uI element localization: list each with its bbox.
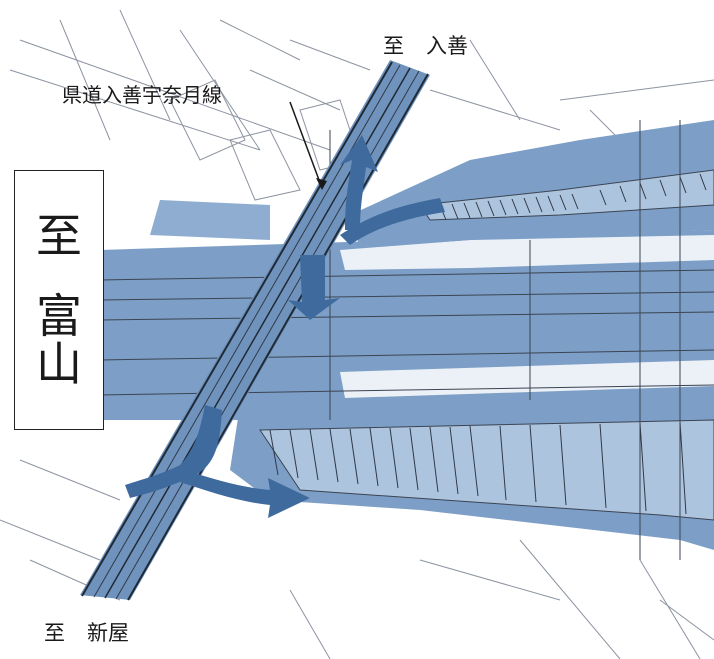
road-label-leader-tip [316,178,327,190]
destination-nyuzen: 入善 [426,34,468,58]
upper-left-road [150,200,270,240]
to-mark-left: 至 [36,209,82,263]
road-label-leader [289,101,323,189]
traffic-arrows [125,135,445,518]
arrow-branch-east-upper [340,198,445,245]
to-mark-bottom: 至 [44,621,65,645]
road-name-label: 県道入善宇奈月線 [62,83,222,107]
arrow-east-lower [180,470,310,518]
white-island-lower [340,360,714,398]
destination-toyama-char1: 富 [36,289,82,343]
prefectural-road [80,60,430,601]
destination-araya: 新屋 [87,621,129,645]
arrow-north [340,135,378,230]
destination-label-bottom: 至新屋 [44,617,129,647]
destination-label-top: 至入善 [383,30,468,60]
to-mark-top: 至 [383,34,404,58]
lower-hatched-structure [259,419,714,521]
destination-toyama-char2: 山 [36,337,82,391]
destination-box-toyama: 至 富 山 [14,170,104,430]
white-island-upper [340,235,714,270]
section-lines [99,120,714,560]
arrow-south [288,255,340,320]
arrow-lower-curve [125,405,222,498]
hatch-marks [269,173,707,515]
